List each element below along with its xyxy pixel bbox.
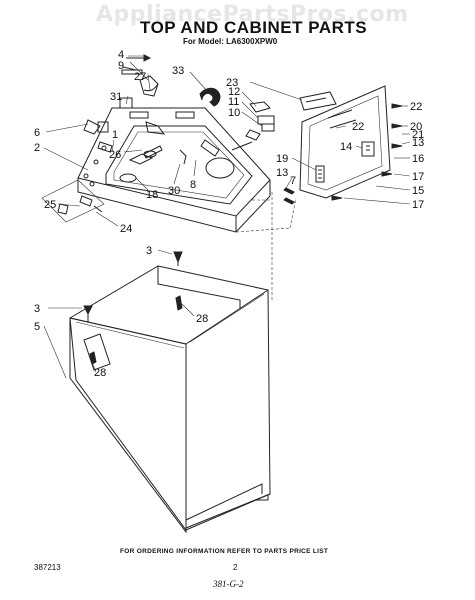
callout-label: 14 xyxy=(340,141,352,153)
callout-label: 3 xyxy=(34,303,40,315)
callout-label: 24 xyxy=(120,223,132,235)
hinge-parts-top-left xyxy=(83,54,166,159)
console-assembly xyxy=(283,85,403,205)
callout-label: 16 xyxy=(412,153,424,165)
callout-label: 6 xyxy=(34,127,40,139)
callout-label: 13 xyxy=(276,167,288,179)
cabinet-assembly xyxy=(69,251,271,534)
leader-lines-cabinet xyxy=(43,249,195,379)
callout-label: 17 xyxy=(412,199,424,211)
callout-label: 7 xyxy=(290,175,296,187)
callout-label: 13 xyxy=(412,137,424,149)
bracket-25 xyxy=(41,179,105,223)
page-title: TOP AND CABINET PARTS xyxy=(140,18,368,37)
callout-label: 28 xyxy=(94,367,106,379)
callout-label: 23 xyxy=(226,77,238,89)
callout-label: 5 xyxy=(34,321,40,333)
top-assembly xyxy=(77,107,271,233)
callouts: 4 9 27 31 6 2 1 26 33 23 12 11 10 22 22 … xyxy=(34,49,424,379)
callout-label: 1 xyxy=(112,129,118,141)
callout-label: 19 xyxy=(276,153,288,165)
callout-label: 31 xyxy=(110,91,122,103)
callout-label: 15 xyxy=(412,185,424,197)
callout-label: 21 xyxy=(412,129,424,141)
callout-label: 30 xyxy=(168,185,180,197)
callout-label: 11 xyxy=(228,96,239,108)
callout-label: 8 xyxy=(190,179,196,191)
callout-label: 12 xyxy=(228,86,240,98)
callout-label: 25 xyxy=(44,199,56,211)
callout-label: 22 xyxy=(352,121,364,133)
callout-label: 33 xyxy=(172,65,184,77)
handwritten-note: 381-G-2 xyxy=(213,579,244,589)
callout-label: 28 xyxy=(196,313,208,325)
callout-label: 2 xyxy=(34,142,40,154)
callout-label: 27 xyxy=(134,71,146,83)
leader-lines-top xyxy=(43,55,411,300)
watermark: AppliancePartsPros.com xyxy=(96,2,409,27)
switch-parts xyxy=(231,101,275,151)
callout-label: 10 xyxy=(228,107,240,119)
page-number: 2 xyxy=(233,563,238,572)
callout-label: 26 xyxy=(109,149,121,161)
part-33 xyxy=(199,87,221,107)
callout-label: 18 xyxy=(146,189,158,201)
callout-label: 4 xyxy=(118,49,124,61)
ordering-info: FOR ORDERING INFORMATION REFER TO PARTS … xyxy=(120,548,329,555)
callout-label: 22 xyxy=(410,101,422,113)
callout-label: 20 xyxy=(410,121,422,133)
callout-label: 17 xyxy=(412,171,424,183)
diagram-code: 387213 xyxy=(34,563,61,572)
callout-label: 3 xyxy=(146,245,152,257)
callout-label: 9 xyxy=(118,60,124,72)
model-line: For Model: LA6300XPW0 xyxy=(183,37,278,46)
